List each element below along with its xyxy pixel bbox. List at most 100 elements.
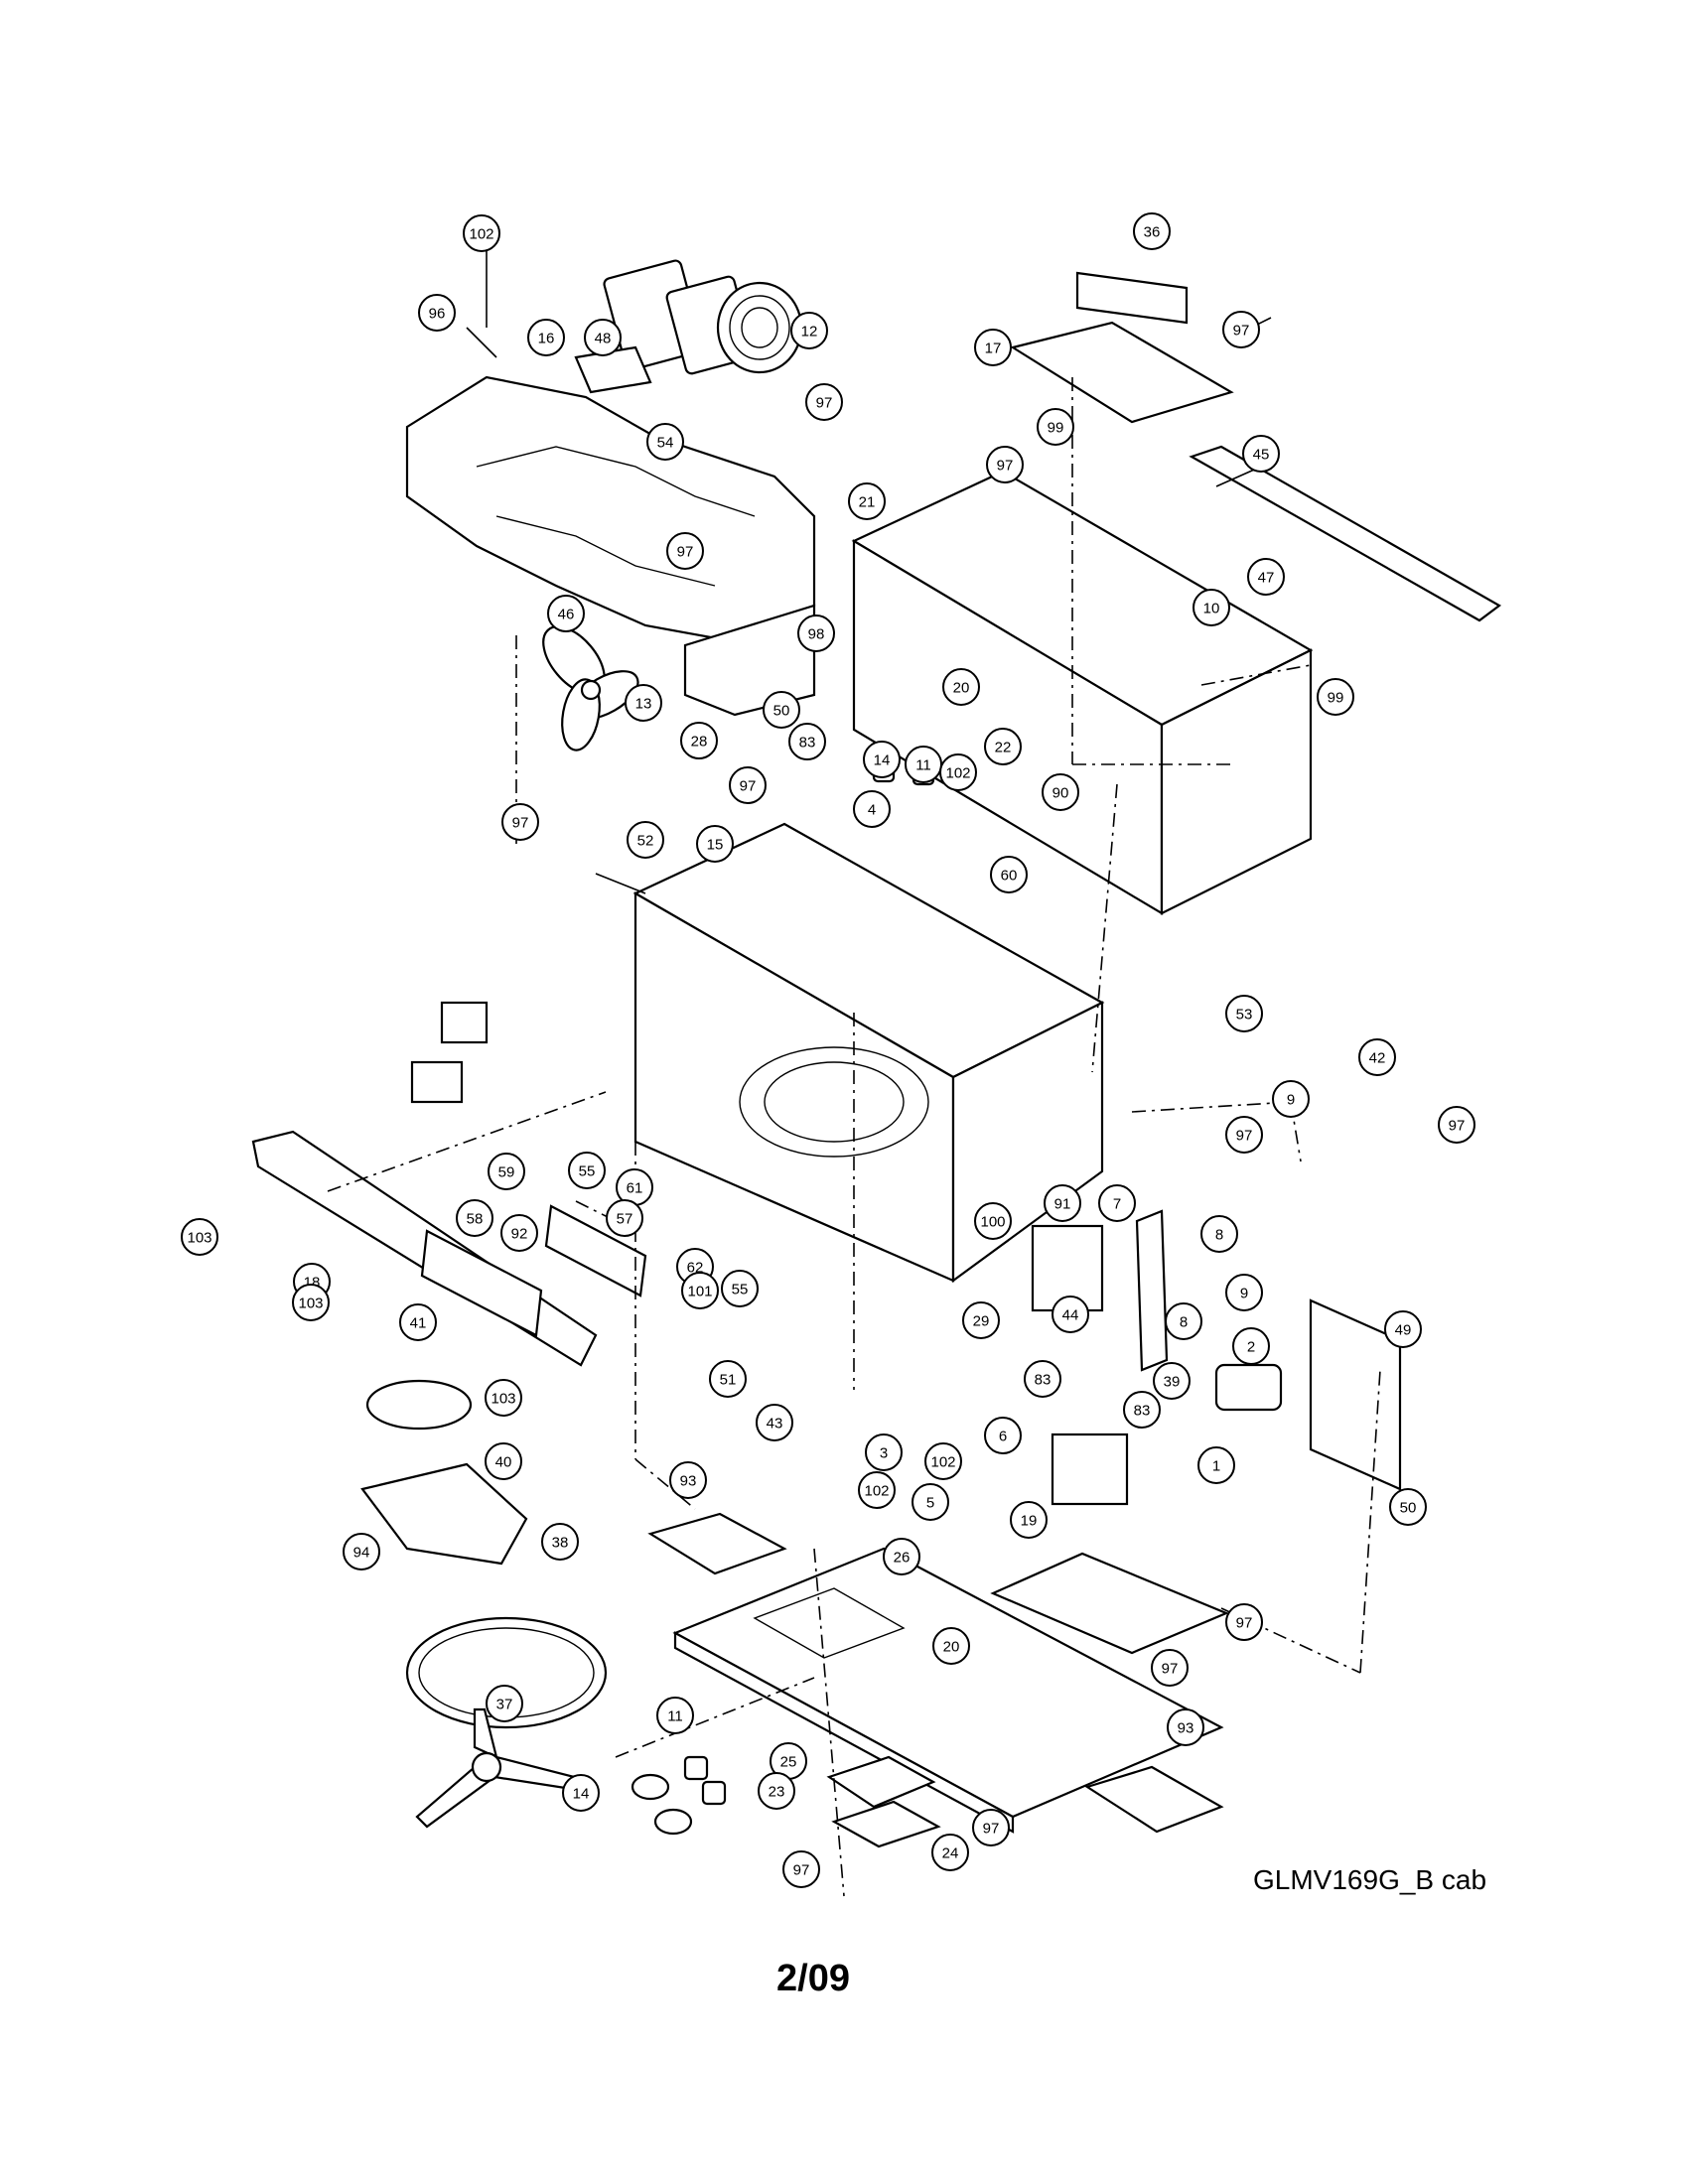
callout-102: 102 [463,214,500,252]
callout-balloon [656,1697,694,1734]
callout-103: 103 [485,1379,522,1417]
callout-balloon [463,214,500,252]
callout-102: 102 [858,1471,896,1509]
callout-93: 93 [669,1461,707,1499]
callout-balloon [1438,1106,1475,1144]
callout-number: 97 [816,395,833,412]
callout-102: 102 [939,753,977,791]
callout-balloon [790,312,828,349]
callout-number: 97 [1162,1661,1179,1678]
callout-53: 53 [1225,995,1263,1032]
callout-balloon [912,1483,949,1521]
callout-balloon [486,1685,523,1722]
callout-number: 17 [985,341,1002,357]
callout-7: 7 [1098,1184,1136,1222]
callout-balloon [1197,1446,1235,1484]
grease-filter-part-2 [1084,1765,1224,1834]
callout-47: 47 [1247,558,1285,596]
callout-number: 55 [732,1282,749,1298]
callout-number: 97 [1236,1615,1253,1632]
callout-97: 97 [1151,1649,1189,1687]
callout-12: 12 [790,312,828,349]
callout-balloon [1358,1038,1396,1076]
callout-number: 96 [429,306,446,323]
callout-93: 93 [1167,1708,1204,1746]
callout-balloon [858,1471,896,1509]
callout-number: 41 [410,1315,427,1332]
top-plate-part [1010,321,1234,424]
callout-balloon [924,1442,962,1480]
callout-balloon [729,766,767,804]
callout-balloon [456,1199,493,1237]
callout-balloon [1225,1603,1263,1641]
callout-balloon [562,1774,600,1812]
callout-number: 58 [467,1211,484,1228]
vent-grille-part [1075,271,1189,325]
callout-balloon [1242,435,1280,473]
callout-number: 36 [1144,224,1161,241]
callout-6: 6 [984,1417,1022,1454]
callout-number: 93 [1178,1720,1194,1737]
callout-number: 97 [1236,1128,1253,1145]
callout-number: 57 [617,1211,633,1228]
callout-balloon [418,294,456,332]
callout-55: 55 [721,1270,759,1307]
callout-balloon [1272,1080,1310,1118]
callout-26: 26 [883,1538,920,1575]
callout-98: 98 [797,614,835,652]
callout-balloon [974,329,1012,366]
outer-case-part [851,470,1314,915]
callout-balloon [1024,1360,1061,1398]
callout-number: 7 [1113,1196,1121,1213]
callout-16: 16 [527,319,565,356]
callout-balloon [181,1218,218,1256]
callout-balloon [782,1850,820,1888]
callout-number: 4 [868,802,876,819]
callout-balloon [485,1442,522,1480]
callout-number: 94 [353,1545,370,1562]
callout-balloon [1247,558,1285,596]
callout-23: 23 [758,1772,795,1810]
callout-balloon [666,532,704,570]
callout-balloon [1225,995,1263,1032]
callout-balloon [1010,1501,1048,1539]
callout-balloon [606,1199,643,1237]
callout-number: 91 [1054,1196,1071,1213]
callout-balloon [1042,773,1079,811]
callout-42: 42 [1358,1038,1396,1076]
callout-14: 14 [562,1774,600,1812]
turntable-support-part [415,1707,596,1829]
callout-number: 97 [793,1862,810,1879]
callout-10: 10 [1193,589,1230,626]
callout-97: 97 [986,446,1024,483]
callout-45: 45 [1242,435,1280,473]
callout-number: 98 [808,626,825,643]
callout-balloon [343,1533,380,1570]
callout-100: 100 [974,1202,1012,1240]
callout-48: 48 [584,319,622,356]
callout-14: 14 [863,741,901,778]
callout-balloon [962,1301,1000,1339]
callout-balloon [1052,1296,1089,1333]
callout-3: 3 [865,1433,903,1471]
callout-number: 14 [573,1786,590,1803]
callout-balloon [972,1809,1010,1846]
callout-number: 29 [973,1313,990,1330]
callout-97: 97 [1222,311,1260,348]
side-plate-part [1309,1298,1402,1491]
callout-8: 8 [1200,1215,1238,1253]
callout-25: 25 [770,1742,807,1780]
callout-38: 38 [541,1523,579,1561]
callout-103: 103 [181,1218,218,1256]
callout-balloon [848,482,886,520]
callout-balloon [500,1214,538,1252]
callout-number: 13 [635,696,652,713]
callout-balloon [942,668,980,706]
callout-94: 94 [343,1533,380,1570]
callout-balloon [696,825,734,863]
callout-balloon [709,1360,747,1398]
callout-58: 58 [456,1199,493,1237]
callout-number: 46 [558,607,575,623]
